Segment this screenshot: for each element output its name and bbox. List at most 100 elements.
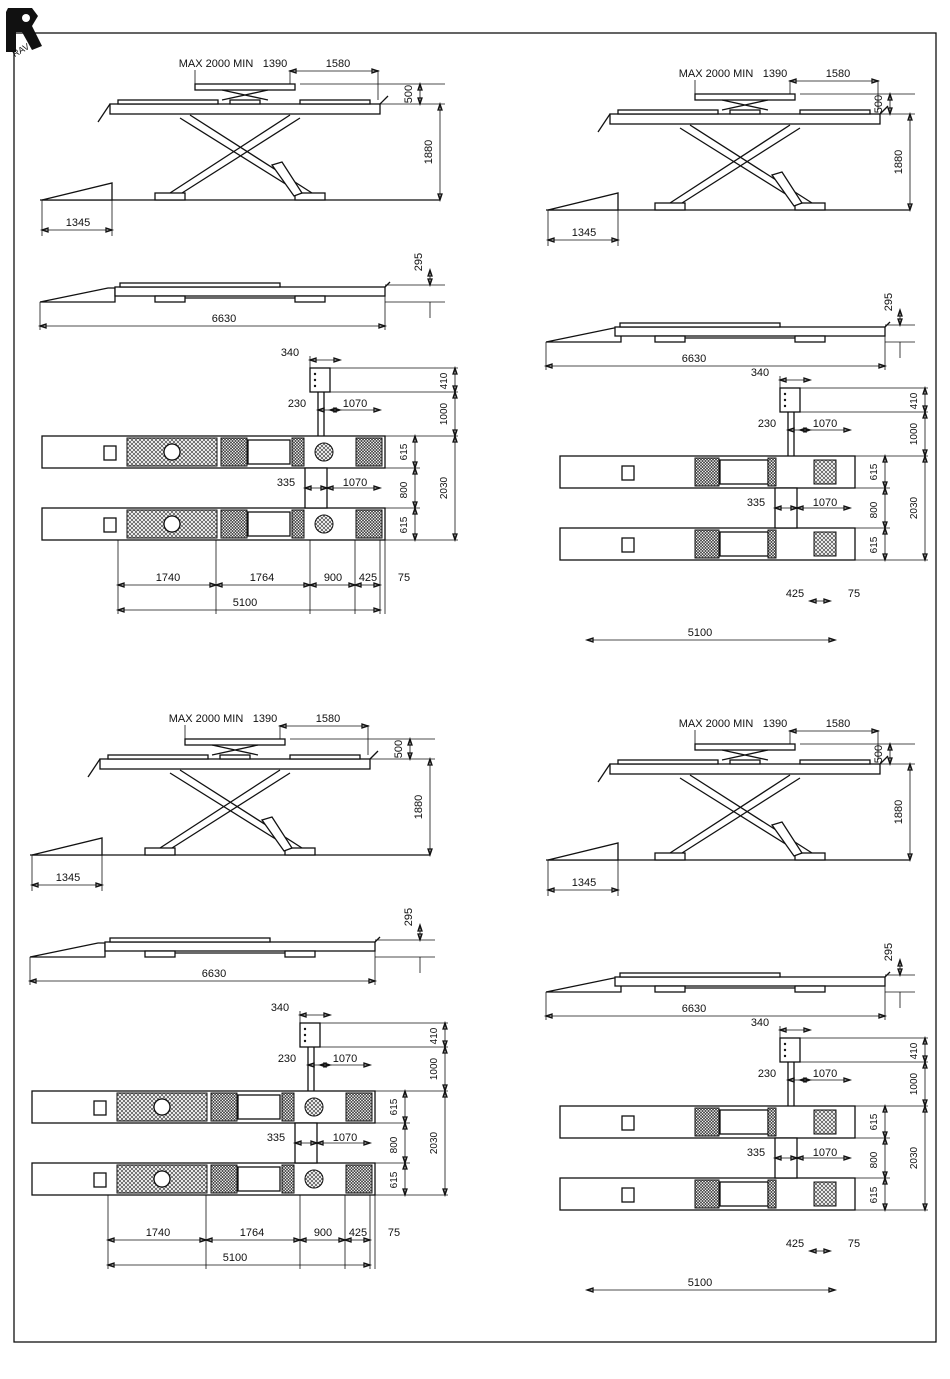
dimension-label-d410: 410 [439,372,450,389]
dimension-label-max_min: MAX 2000 MIN [179,58,254,70]
jack-plate [247,511,291,537]
dimension-label-d1764: 1764 [240,1227,264,1239]
arrow-head [882,1103,888,1113]
jack-base [729,759,761,765]
dimension-label-d1880: 1880 [893,800,905,824]
arrow-head [882,1135,888,1145]
dimension-label-d1580: 1580 [326,58,350,70]
rear-plate [314,442,334,462]
dimension-label-d500: 500 [393,740,405,758]
arrow-head [882,1175,888,1185]
arrow-head [882,453,888,463]
column-dot [783,392,787,396]
arrow-head [452,429,458,439]
rear-plate [813,531,837,557]
arrow-head [803,1027,813,1033]
dimension-label-d1345: 1345 [572,227,596,239]
dimension-label-d1390: 1390 [763,718,787,730]
secondary-jack-top [694,93,796,101]
grip-area [291,437,305,467]
arrow-head [897,957,903,967]
base-plate [794,335,826,343]
platform-plate [617,109,719,115]
dimension-label-d335: 335 [747,1147,765,1159]
platform-plate [109,937,271,943]
arrow-head [327,407,337,413]
dimension-label-d1764: 1764 [250,572,274,584]
arrow-head [452,433,458,443]
arrow-head [882,1203,888,1213]
arrow-head [843,1155,853,1161]
elevation-lowered-view: 295 6630 [37,253,445,330]
runway-notch [621,1115,635,1131]
arrow-head [402,1088,408,1098]
column-dot [783,1042,787,1046]
dimension-label-d1580: 1580 [826,68,850,80]
platform-plate [119,282,281,288]
dimension-label-d800: 800 [869,501,880,518]
arrow-head [402,1120,408,1130]
jack-scissor [221,89,269,101]
arrow-head [828,1287,838,1293]
base-plate [654,202,686,211]
control-column [299,1022,321,1048]
base-plate [294,295,326,303]
arrow-head [871,78,881,84]
arrow-head [785,427,795,433]
dimension-label-d2030: 2030 [429,1131,440,1154]
arrow-head [437,193,443,203]
dimension-label-d295: 295 [403,908,415,926]
arrow-head [427,278,433,288]
arrow-head [314,1140,324,1146]
runway-platform [109,103,381,115]
grip-area [767,1107,777,1137]
arrow-head [452,533,458,543]
column-dot [783,1054,787,1058]
arrow-head [922,553,928,563]
arrow-head [843,427,853,433]
runway-notch [103,517,117,533]
arrow-head [922,1035,928,1045]
base-plate [154,295,186,303]
dimension-label-d335: 335 [267,1132,285,1144]
runway-notch [621,1187,635,1203]
arrow-head [105,1262,115,1268]
scissor-arm [169,114,291,194]
grip-area [355,437,383,467]
dimension-label-d500: 500 [403,85,415,103]
grip-area [345,1164,373,1194]
jack-plate [719,1181,769,1207]
grip-area [694,1179,720,1209]
jack-scissor [721,749,769,761]
runway-lowered [104,941,376,952]
dimension-label-d230: 230 [288,398,306,410]
arrow-head [882,1131,888,1141]
dimension-label-d295: 295 [413,253,425,271]
base-plate [144,847,176,856]
dimension-label-d615: 615 [389,1098,400,1115]
grip-area [220,437,248,467]
arrow-head [342,1237,352,1243]
arrow-head [922,1059,928,1069]
dimension-label-d230: 230 [278,1053,296,1065]
arrow-head [333,357,343,363]
arrow-head [27,978,37,984]
dimension-label-d1000: 1000 [909,422,920,445]
arrow-head [105,227,115,233]
ramp [547,842,619,861]
arrow-head [823,598,833,604]
arrow-head [790,1155,800,1161]
arrow-head [427,756,433,766]
arrow-head [823,1248,833,1254]
arrow-head [442,1188,448,1198]
arrow-head [442,1044,448,1054]
control-column [779,1037,801,1063]
rear-stop [374,936,381,943]
column-dot [303,1033,307,1037]
dimension-label-d340: 340 [751,1017,769,1029]
dimension-label-d6630: 6630 [212,313,236,325]
arrow-head [378,323,388,329]
